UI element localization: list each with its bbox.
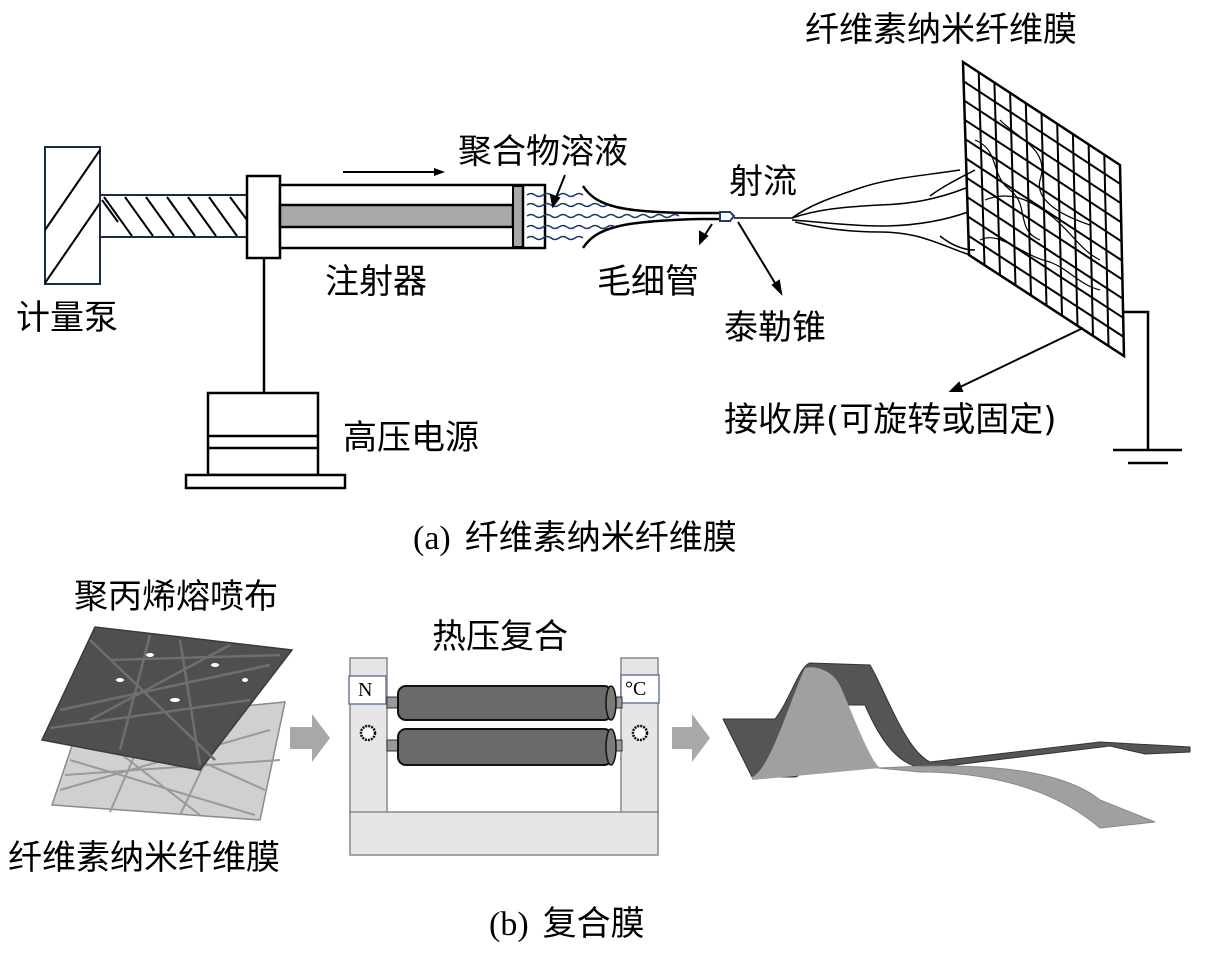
grid-vertical-line <box>1056 123 1063 316</box>
caption-a-prefix: (a) <box>413 520 451 557</box>
pressure-unit-label: N <box>358 679 373 701</box>
label-hot-press: 热压复合 <box>432 617 568 657</box>
caption-a: (a) 纤维素纳米纤维膜 <box>413 518 737 559</box>
grid-horizontal-line <box>967 234 1125 338</box>
label-jet: 射流 <box>729 162 797 202</box>
jet-fibers <box>734 169 976 256</box>
grid-horizontal-line <box>966 196 1124 300</box>
label-polymer-solution: 聚合物溶液 <box>458 132 628 172</box>
label-syringe: 注射器 <box>325 262 427 302</box>
high-voltage-supply <box>184 391 347 490</box>
label-taylor-cone: 泰勒锥 <box>724 308 826 348</box>
caption-b-prefix: (b) <box>489 906 529 943</box>
caption-b: (b) 复合膜 <box>489 904 645 945</box>
label-cellulose-membrane: 纤维素纳米纤维膜 <box>8 838 280 878</box>
label-capillary: 毛细管 <box>597 262 699 302</box>
deposited-fibers <box>974 119 1101 291</box>
ground-symbol <box>1113 310 1182 465</box>
composite-membrane-ribbon <box>722 662 1191 829</box>
grid-vertical-line <box>1071 134 1079 326</box>
collector-grid-lines <box>963 72 1125 346</box>
grid-horizontal-line <box>966 176 1123 281</box>
collector-screen <box>961 59 1126 359</box>
temperature-unit-label: °C <box>625 678 647 700</box>
label-pp-meltblown: 聚丙烯熔喷布 <box>74 577 278 617</box>
caption-b-text: 复合膜 <box>542 904 645 944</box>
hot-press-machine <box>348 657 660 856</box>
grid-vertical-line <box>1087 144 1094 336</box>
grid-horizontal-line <box>965 157 1123 262</box>
label-collector: 接收屏(可旋转或固定) <box>724 400 1057 440</box>
metering-pump <box>44 146 101 285</box>
syringe-clamp <box>245 174 282 260</box>
label-metering-pump: 计量泵 <box>16 298 118 338</box>
push-direction-arrow <box>343 168 445 176</box>
grid-vertical-line <box>1103 154 1110 346</box>
nozzle-tip <box>719 211 736 222</box>
grid-horizontal-line <box>967 215 1124 319</box>
label-membrane-top: 纤维素纳米纤维膜 <box>805 10 1077 50</box>
caption-a-text: 纤维素纳米纤维膜 <box>464 518 737 558</box>
polypropylene-layer <box>40 626 294 771</box>
syringe <box>278 183 547 250</box>
label-power-supply: 高压电源 <box>343 418 479 458</box>
process-arrow-1 <box>290 714 330 762</box>
screw-rod <box>99 194 248 238</box>
process-arrow-2 <box>672 714 710 762</box>
label-pointers <box>549 174 1084 392</box>
